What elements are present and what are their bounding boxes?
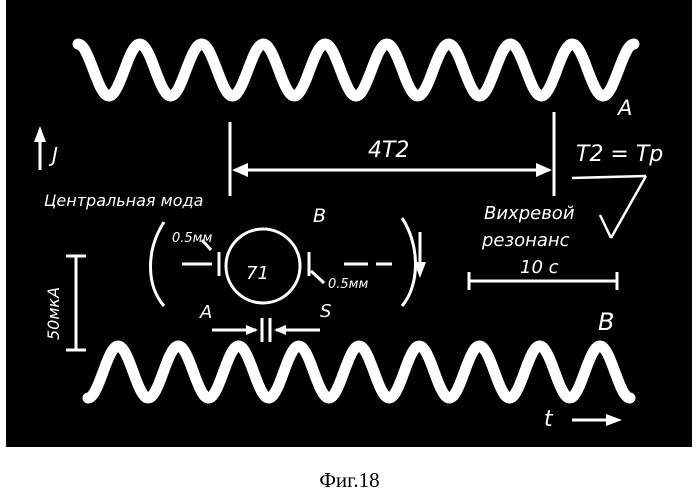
inset-gap-top-label: 0.5мм bbox=[172, 231, 212, 246]
period-span-label: 4T2 bbox=[368, 138, 409, 163]
inset-center-label: 71 bbox=[246, 263, 269, 284]
inset-label-s: S bbox=[320, 301, 331, 322]
vortex-resonance-line2: резонанс bbox=[481, 230, 570, 251]
oscilloscope-figure: A B J 4T2 T2 = Tp Центральная мода Вихре… bbox=[6, 0, 692, 447]
central-mode-label: Центральная мода bbox=[44, 191, 203, 210]
inset-label-b: B bbox=[313, 205, 326, 227]
series-a-label: A bbox=[616, 96, 632, 120]
figure-caption: Фиг.18 bbox=[0, 468, 699, 493]
x-axis-label: t bbox=[544, 407, 554, 432]
inset-gap-bottom-label: 0.5мм bbox=[328, 277, 368, 292]
relation-label: T2 = Tp bbox=[576, 142, 663, 167]
inset-label-a: A bbox=[199, 302, 212, 323]
vortex-resonance-line1: Вихревой bbox=[484, 203, 575, 224]
series-b-label: B bbox=[598, 308, 614, 336]
current-scale-label: 50мкА bbox=[44, 287, 63, 340]
time-scale-label: 10 c bbox=[520, 257, 559, 278]
